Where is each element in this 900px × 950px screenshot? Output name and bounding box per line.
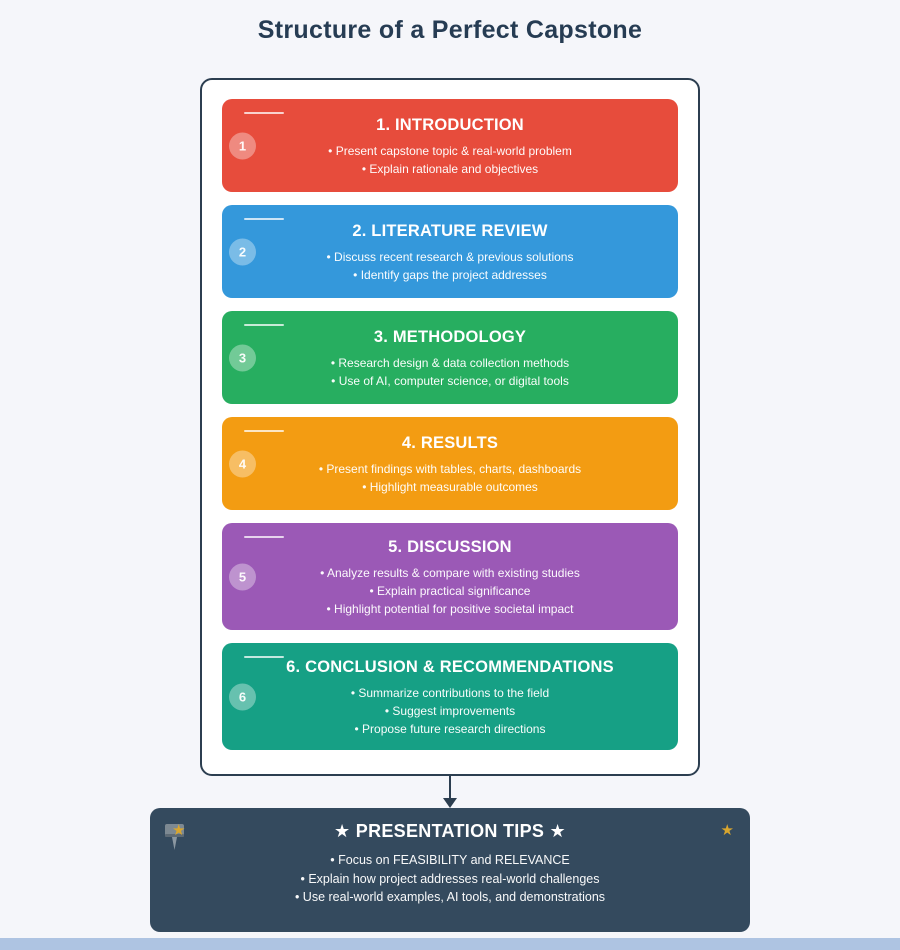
dash-decoration (244, 112, 284, 114)
tips-title: ★ PRESENTATION TIPS ★ (334, 821, 566, 841)
star-icon: ★ (172, 822, 186, 839)
section-title: 2. LITERATURE REVIEW (352, 221, 548, 240)
tips-bullet: • Use real-world examples, AI tools, and… (294, 890, 606, 904)
section-bullet: • Suggest improvements (384, 703, 516, 718)
section-bullet: • Discuss recent research & previous sol… (326, 249, 574, 264)
section-bullet: • Analyze results & compare with existin… (320, 565, 580, 580)
step-number-badge: 1 (229, 132, 256, 159)
step-number-badge: 5 (229, 563, 256, 590)
bottom-strip-decoration (0, 938, 900, 950)
section-title: 3. METHODOLOGY (373, 327, 527, 346)
section-title: 1. INTRODUCTION (376, 115, 524, 134)
section-bullet: • Summarize contributions to the field (350, 685, 550, 700)
tips-bullet: • Focus on FEASIBILITY and RELEVANCE (330, 853, 570, 867)
star-icon: ★ (720, 822, 734, 839)
step-number-badge: 4 (229, 450, 256, 477)
page-title: Structure of a Perfect Capstone (257, 16, 643, 44)
tips-bullet: • Explain how project addresses real-wor… (300, 871, 600, 886)
dash-decoration (244, 218, 284, 220)
connector-arrow-line (449, 776, 451, 799)
section-bullet: • Present findings with tables, charts, … (318, 461, 582, 476)
section-bullet: • Use of AI, computer science, or digita… (331, 373, 569, 388)
section-bullet: • Propose future research directions (354, 721, 546, 736)
presentation-tips-box: ★ ★ ★ PRESENTATION TIPS ★ • Focus on FEA… (150, 808, 750, 932)
section-card-results: 4 4. RESULTS • Present findings with tab… (222, 417, 678, 510)
section-bullet: • Explain rationale and objectives (361, 161, 539, 176)
dash-decoration (244, 656, 284, 658)
dash-decoration (244, 430, 284, 432)
section-bullet: • Highlight potential for positive socie… (326, 601, 574, 616)
section-bullet: • Present capstone topic & real-world pr… (328, 143, 572, 158)
step-number-badge: 6 (229, 683, 256, 710)
capstone-structure-container: 1 1. INTRODUCTION • Present capstone top… (200, 78, 700, 776)
dash-decoration (244, 536, 284, 538)
step-number-badge: 2 (229, 238, 256, 265)
section-title: 4. RESULTS (401, 433, 499, 452)
step-number-badge: 3 (229, 344, 256, 371)
pushpin-icon (162, 819, 188, 858)
section-bullet: • Highlight measurable outcomes (362, 479, 538, 494)
section-bullet: • Research design & data collection meth… (330, 355, 570, 370)
section-bullet: • Identify gaps the project addresses (353, 267, 547, 282)
connector-arrow-head (443, 798, 457, 808)
section-title: 5. DISCUSSION (388, 537, 512, 556)
section-title: 6. CONCLUSION & RECOMMENDATIONS (286, 657, 614, 676)
dash-decoration (244, 324, 284, 326)
section-card-conclusion: 6 6. CONCLUSION & RECOMMENDATIONS • Summ… (222, 643, 678, 750)
section-card-methodology: 3 3. METHODOLOGY • Research design & dat… (222, 311, 678, 404)
section-card-introduction: 1 1. INTRODUCTION • Present capstone top… (222, 99, 678, 192)
section-card-literature-review: 2 2. LITERATURE REVIEW • Discuss recent … (222, 205, 678, 298)
section-bullet: • Explain practical significance (369, 583, 531, 598)
section-card-discussion: 5 5. DISCUSSION • Analyze results & comp… (222, 523, 678, 630)
